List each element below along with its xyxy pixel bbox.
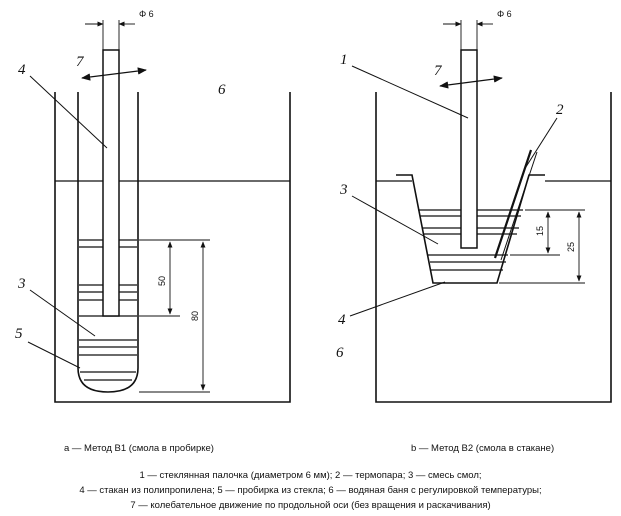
motion-arrow-b: [439, 75, 503, 89]
callout-3-a: 3: [17, 276, 26, 292]
legend-line-3: 7 — колебательное движение по продольной…: [130, 500, 491, 511]
legend-line-2: 4 — стакан из полипропилена; 5 — пробирк…: [79, 485, 542, 496]
beaker: [396, 174, 545, 284]
callout-1-b: 1: [340, 52, 348, 68]
callout-6-a: 6: [218, 82, 226, 98]
glass-rod-b: [460, 49, 478, 249]
caption-a: a — Метод B1 (смола в пробирке): [64, 443, 214, 454]
callout-2-b: 2: [556, 102, 564, 118]
water-bath-b: [375, 92, 612, 403]
water-bath-a: [54, 92, 291, 403]
glass-rod-a: [102, 49, 120, 317]
legend: 1 — стеклянная палочка (диаметром 6 мм);…: [0, 468, 621, 513]
dim-label-80: 80: [190, 311, 200, 321]
thermocouple: [493, 149, 533, 259]
callout-4-b: 4: [338, 312, 346, 328]
diagram-b: [349, 20, 612, 403]
test-tube: [77, 92, 139, 393]
callout-4-a: 4: [18, 62, 26, 78]
callout-7-a: 7: [76, 54, 85, 70]
diagram-a: [27, 20, 291, 403]
diameter-label-a: Φ 6: [139, 9, 154, 19]
callout-7-b: 7: [434, 63, 443, 79]
dim-label-15: 15: [535, 226, 545, 236]
callout-5-a: 5: [15, 326, 23, 342]
legend-line-1: 1 — стеклянная палочка (диаметром 6 мм);…: [139, 470, 482, 481]
callout-6-b: 6: [336, 345, 344, 361]
dim-label-50: 50: [157, 276, 167, 286]
motion-arrow-a: [81, 67, 147, 81]
diameter-label-b: Φ 6: [497, 9, 512, 19]
caption-b: b — Метод B2 (смола в стакане): [411, 443, 555, 454]
callout-3-b: 3: [339, 182, 348, 198]
dim-label-25: 25: [566, 242, 576, 252]
